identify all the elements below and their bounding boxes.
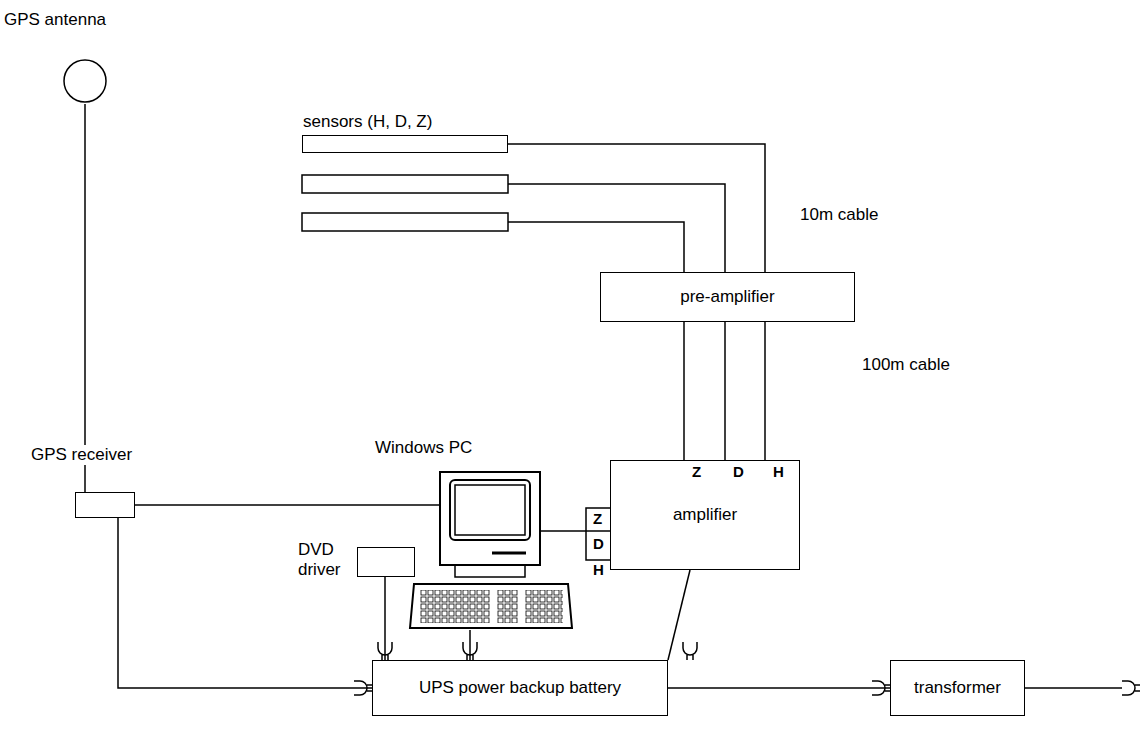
output-bracket <box>586 508 610 560</box>
gps-receiver-box: GPS receiver <box>75 492 135 518</box>
dvd-drive-box: DVD driver <box>357 547 415 577</box>
channel-name: Z <box>692 464 701 481</box>
sensor-bar <box>302 175 508 193</box>
cable-length: 10m cable <box>800 206 878 225</box>
pc-wire <box>410 504 440 506</box>
connector-line <box>508 144 765 272</box>
node-label: DVD driver <box>296 540 352 579</box>
signal-cable <box>683 322 685 460</box>
channel-name: H <box>773 464 784 481</box>
node-label: Windows PC <box>373 438 474 458</box>
channel-name: H <box>593 562 604 579</box>
connector-line <box>668 570 690 660</box>
channel-name: D <box>733 464 744 481</box>
node-label: sensors (H, D, Z) <box>301 112 434 132</box>
box-text: transformer <box>914 678 1001 698</box>
mains-wire <box>1025 687 1124 689</box>
pc-wire <box>540 530 572 532</box>
box-text: pre-amplifier <box>680 287 774 307</box>
connector-line <box>84 104 86 492</box>
connector-line <box>572 530 610 532</box>
channel-name: Z <box>593 511 602 528</box>
plug-symbol <box>683 642 697 660</box>
connector-line <box>764 322 766 460</box>
sensor-bar: sensors (H, D, Z) <box>302 135 508 153</box>
cable-length: 100m cable <box>862 356 950 375</box>
windows-pc: Windows PC <box>410 472 572 630</box>
signal-cable <box>724 322 726 460</box>
node-label: GPS antenna <box>2 10 108 30</box>
channel-name: D <box>593 536 604 553</box>
sensor-cable <box>508 184 725 272</box>
connector-line <box>135 504 410 506</box>
ups-box: UPS power backup battery <box>372 660 668 716</box>
pre-amplifier-box: pre-amplifier <box>600 272 855 322</box>
connector-line <box>668 687 890 689</box>
connector-line <box>469 630 471 660</box>
node-label: GPS receiver <box>29 445 134 465</box>
computer-illustration <box>410 472 572 628</box>
box-text: amplifier <box>673 505 737 525</box>
transformer-box: transformer <box>890 660 1025 716</box>
sensor-bar <box>302 213 508 231</box>
amplifier-box: amplifier <box>610 460 800 570</box>
sensor-cable <box>508 222 684 272</box>
antenna-circle <box>62 58 108 104</box>
connector-line <box>384 577 386 660</box>
connector-line <box>118 518 372 688</box>
box-text: UPS power backup battery <box>419 678 621 698</box>
gps-antenna: GPS antenna <box>62 58 108 104</box>
plug-symbol <box>1122 681 1140 695</box>
